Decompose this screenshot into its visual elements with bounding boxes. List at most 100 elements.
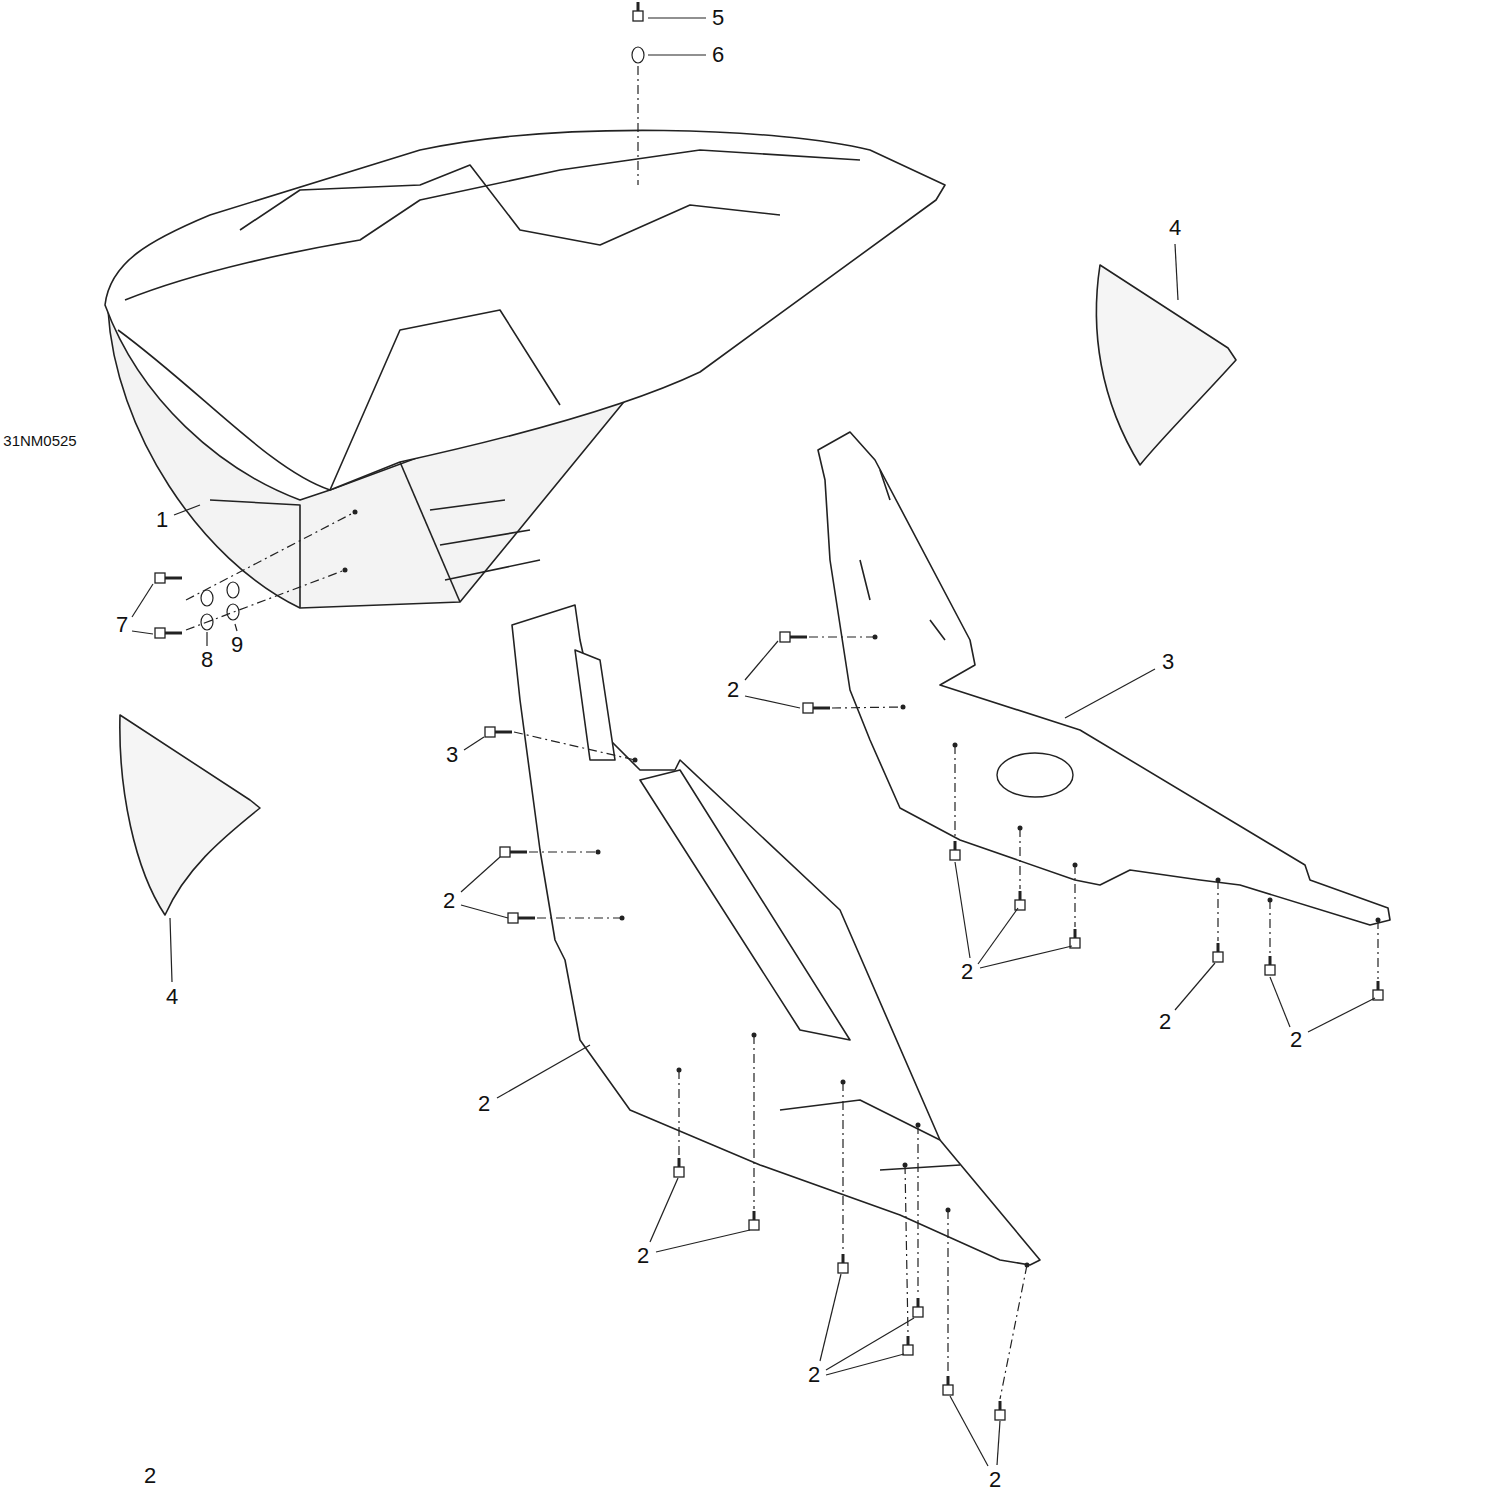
axis-line [917,1125,918,1296]
leader-line [461,857,500,892]
hole [873,635,878,640]
washer [632,47,644,63]
leader-line [955,862,970,958]
hole [1268,898,1273,903]
callout-number: 2 [989,1469,1001,1491]
leader-line [980,946,1072,968]
leader-line [206,632,207,646]
panel-edge [210,500,300,608]
screw [838,1254,848,1273]
screw [1265,956,1275,975]
hole [677,1068,682,1073]
hole [903,1163,908,1168]
leader-line [235,624,237,631]
callout-number: 2 [144,1465,156,1487]
washer [201,590,213,606]
hatch [430,500,540,580]
leader-line [997,1421,1000,1465]
leader-line [132,584,153,617]
axis-line [1269,900,1270,954]
leader-line [1175,963,1215,1010]
leader-line [826,1318,914,1370]
leader-line [978,908,1018,964]
axis-line [954,745,955,839]
hole [633,758,638,763]
trim-panel [512,605,1040,1265]
leader-line [745,696,800,708]
screw [1373,981,1383,1000]
leader-line [648,17,706,18]
trim-detail [860,470,945,640]
screw [995,1401,1005,1420]
callout-number: 1 [156,509,168,531]
leader-line [950,1396,988,1466]
callout-number: 2 [808,1364,820,1386]
hole [353,510,358,515]
axis-line [1074,865,1075,927]
callout-number: 2 [961,961,973,983]
axis-line [1377,920,1378,979]
hole [1216,878,1221,883]
callout-number: 2 [1290,1029,1302,1051]
seat-detail [240,165,780,245]
screw [950,841,960,860]
hole [841,1080,846,1085]
callout-number: 4 [1169,217,1181,239]
hole [953,743,958,748]
screw [913,1298,923,1317]
callout-number: 7 [116,614,128,636]
callout-number: 2 [727,679,739,701]
leader-line [1175,244,1178,300]
axis-line [514,732,635,760]
seat-ridge [125,150,860,300]
screw [508,913,535,923]
axis-line [809,636,875,637]
washer [227,604,239,620]
axis-line [537,917,622,918]
callout-number: 3 [446,744,458,766]
leader-line [1308,998,1375,1032]
side-edge [118,330,330,490]
screw [1213,943,1223,962]
screw [903,1336,913,1355]
hole [901,705,906,710]
washer [227,582,239,598]
side-cover [1096,265,1236,465]
callout-number: 3 [1162,651,1174,673]
leader-line [656,1230,750,1252]
screw [803,703,830,713]
screw [943,1376,953,1395]
hole [620,916,625,921]
trim-slot [575,650,615,760]
callout-number: 5 [712,7,724,29]
axis-line [1217,880,1218,941]
screw [1070,929,1080,948]
trim-detail [780,1100,960,1170]
screw [485,727,512,737]
leader-line [461,905,508,918]
leader-line [170,918,172,982]
axis-line [1000,1265,1027,1399]
axis-line [637,66,638,185]
callout-number: 4 [166,986,178,1008]
callout-number: 2 [637,1245,649,1267]
axis-line [905,1165,908,1334]
hole [343,568,348,573]
drawing-code: 31NM0525 [3,433,76,448]
leader-line [648,54,706,55]
hole [946,1208,951,1213]
screw [749,1211,759,1230]
hole [596,850,601,855]
leader-line [132,631,153,634]
screw [633,2,643,21]
hole [916,1123,921,1128]
hole [1073,863,1078,868]
screw [674,1158,684,1177]
leader-line [826,1354,904,1375]
leader-line [650,1178,678,1242]
axis-line [947,1210,948,1374]
leader-line [174,505,200,515]
axis-line [186,570,345,630]
